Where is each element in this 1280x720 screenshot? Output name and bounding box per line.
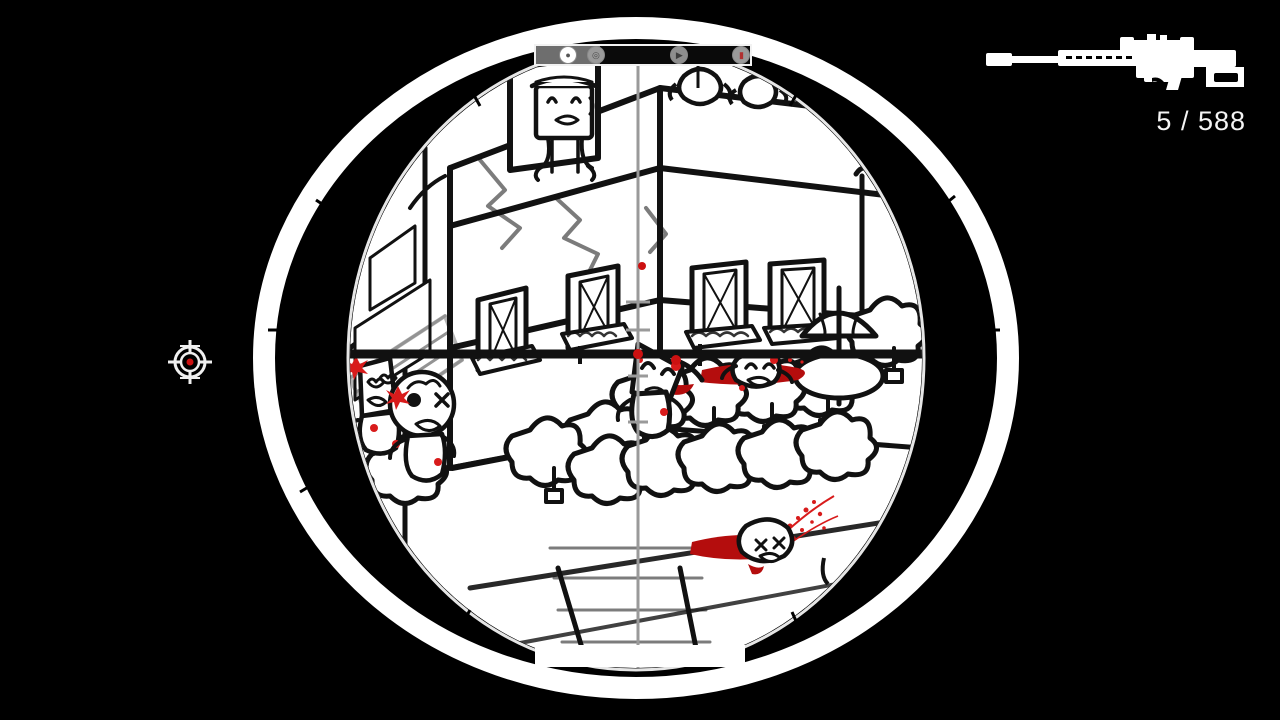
marker-four[interactable]: ▮	[732, 46, 751, 64]
marker-three[interactable]: ▶	[670, 46, 689, 64]
char-fallen-bottom	[736, 517, 795, 564]
marker-two[interactable]: ◎	[586, 46, 605, 64]
weapon-hud: 5 / 588	[976, 34, 1246, 137]
scope-scene-view	[350, 48, 922, 668]
mission-progress-bar[interactable]: ● ◎ ▶ ▮	[534, 44, 752, 66]
scope-elevation-indicator	[535, 645, 745, 667]
sniper-rifle-icon	[986, 34, 1244, 90]
marker-active[interactable]: ●	[559, 46, 578, 64]
ammo-counter: 5 / 588	[1156, 106, 1246, 136]
crosshair-target-icon[interactable]	[166, 338, 214, 386]
scene-drawing	[350, 48, 922, 668]
